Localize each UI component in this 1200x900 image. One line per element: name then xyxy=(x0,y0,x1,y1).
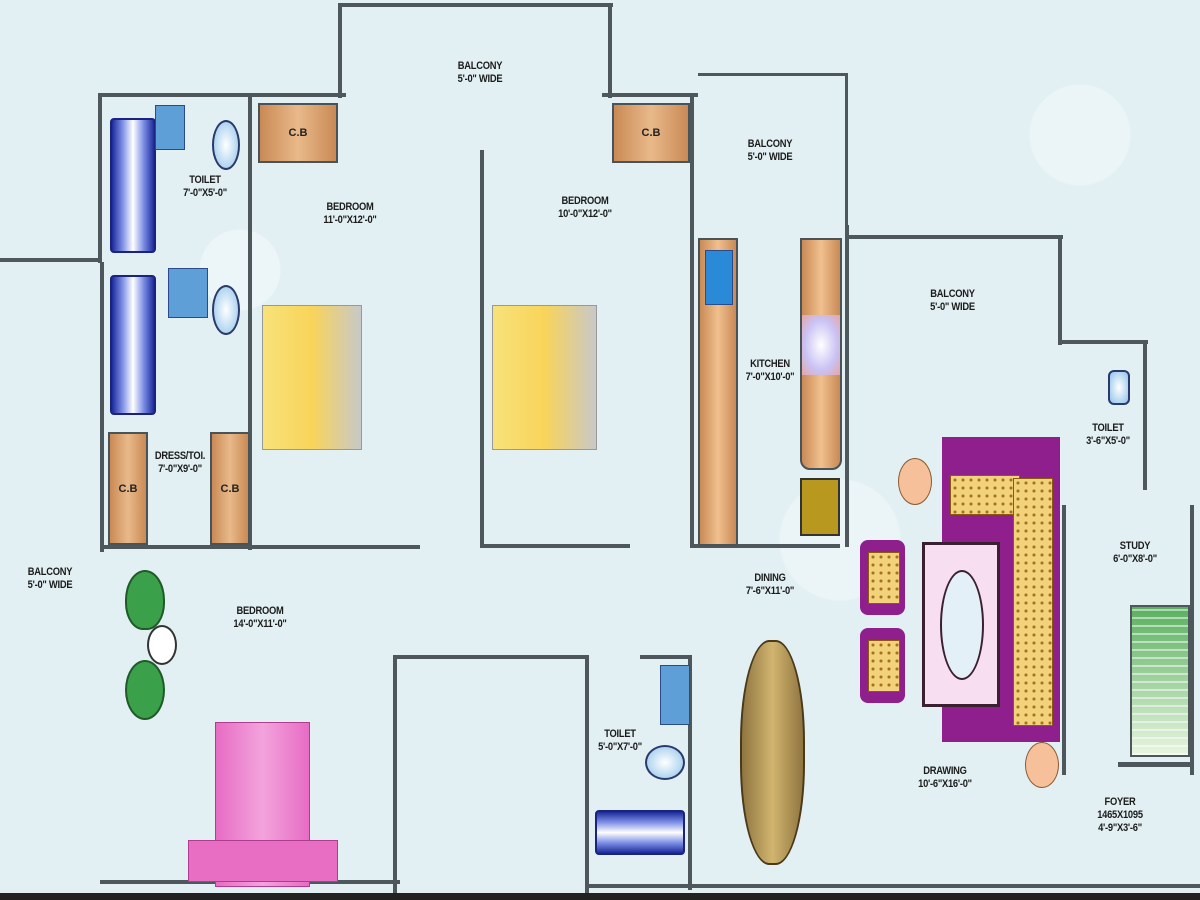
stove-icon xyxy=(802,315,840,375)
wall xyxy=(393,655,397,895)
toilet-seat-icon xyxy=(1108,370,1130,405)
bathtub-icon xyxy=(110,118,156,253)
wall xyxy=(690,544,840,548)
wall xyxy=(640,655,690,659)
cupboard: C.B xyxy=(258,103,338,163)
cupboard: C.B xyxy=(612,103,690,163)
wall xyxy=(1143,340,1147,490)
chair-icon xyxy=(125,570,165,630)
wall xyxy=(393,655,588,659)
wall xyxy=(690,95,694,547)
wall xyxy=(585,655,589,895)
bed-icon xyxy=(262,305,362,450)
wall xyxy=(100,545,420,549)
toilet-seat-icon xyxy=(212,285,240,335)
wall xyxy=(338,3,342,98)
toilet-seat-icon xyxy=(645,745,685,780)
sink-icon xyxy=(705,250,733,305)
wall xyxy=(1062,505,1066,775)
wall xyxy=(98,93,346,97)
wall xyxy=(698,73,848,76)
wall xyxy=(845,225,849,547)
wall xyxy=(100,262,104,552)
wall xyxy=(845,73,848,238)
wash-basin-icon xyxy=(168,268,208,318)
wall xyxy=(1058,340,1148,344)
wall xyxy=(248,95,252,550)
wash-basin-icon xyxy=(155,105,185,150)
study-desk-icon xyxy=(1130,605,1190,757)
wall xyxy=(688,655,692,890)
wall xyxy=(608,3,612,98)
toilet-seat-icon xyxy=(212,120,240,170)
cupboard: C.B xyxy=(210,432,250,545)
lamp-icon xyxy=(1025,742,1059,788)
bathtub-icon xyxy=(595,810,685,855)
bathtub-icon xyxy=(110,275,156,415)
side-table-icon xyxy=(147,625,177,665)
wall xyxy=(338,3,613,7)
wall xyxy=(585,884,1200,888)
wall xyxy=(848,235,1063,239)
wall xyxy=(480,544,630,548)
wash-basin-icon xyxy=(660,665,690,725)
sofa-cushion xyxy=(950,475,1020,515)
room-label-dress-toilet: DRESS/TOI.7'-0"X9'-0" xyxy=(154,450,206,475)
bottom-edge xyxy=(0,893,1200,900)
dining-table-icon xyxy=(740,640,805,865)
bed-icon xyxy=(492,305,597,450)
wall xyxy=(1058,235,1062,345)
fridge-icon xyxy=(800,478,840,536)
coffee-table-icon xyxy=(940,570,984,680)
lamp-icon xyxy=(898,458,932,505)
wall xyxy=(602,93,698,97)
chair-icon xyxy=(125,660,165,720)
wall xyxy=(98,93,102,263)
wall xyxy=(1118,762,1193,767)
wall xyxy=(0,258,102,262)
cupboard: C.B xyxy=(108,432,148,545)
wall xyxy=(1190,505,1194,775)
armchair-cushion xyxy=(868,552,900,604)
bedside-tables-icon xyxy=(188,840,338,882)
wall xyxy=(480,150,484,548)
sofa-cushion xyxy=(1013,478,1053,726)
armchair-cushion xyxy=(868,640,900,692)
